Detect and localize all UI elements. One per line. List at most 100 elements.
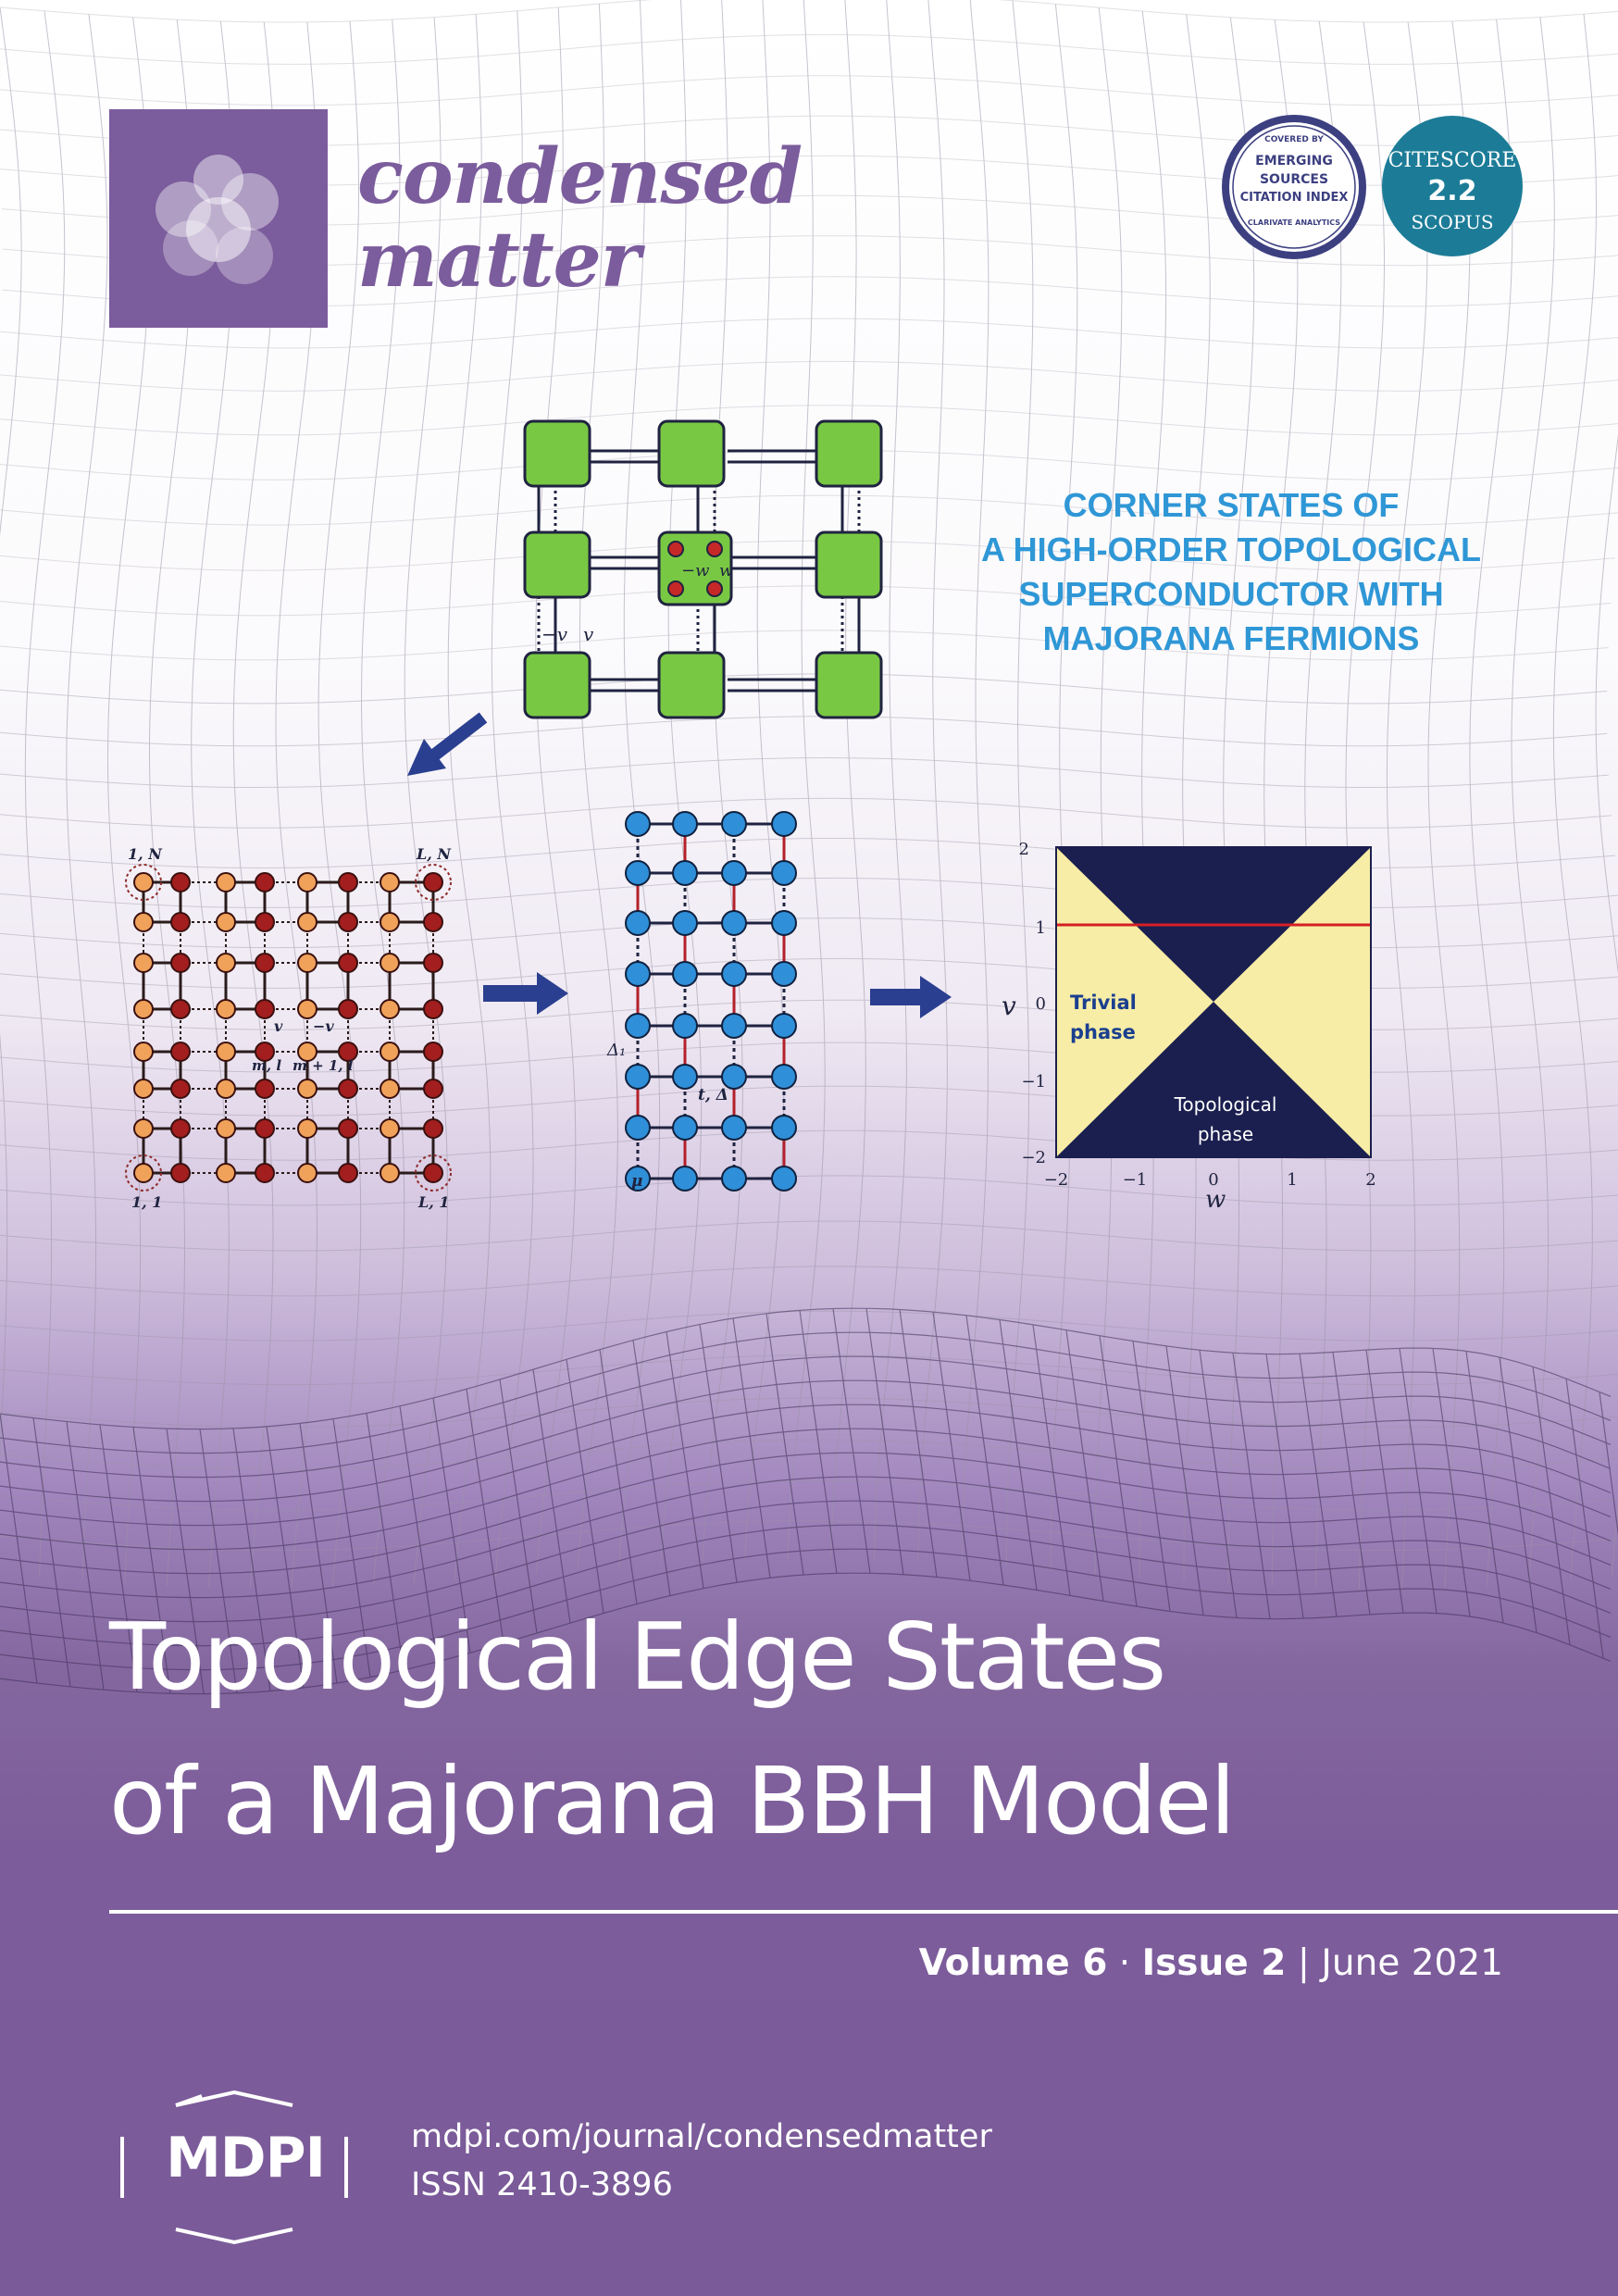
chain-site: [721, 961, 747, 987]
lattice-site: [338, 1118, 358, 1139]
esci-line1: EMERGING: [1255, 154, 1333, 168]
middle-chain-labels: Δ₁ t, Δ μ: [606, 1041, 728, 1191]
lattice-site: [423, 999, 443, 1019]
citescore-badge: CITESCORE 2.2 SCOPUS: [1382, 116, 1523, 256]
topological-label-line2: phase: [1198, 1123, 1253, 1145]
x-tick-label: 1: [1287, 1170, 1297, 1190]
x-tick-label: 2: [1365, 1170, 1375, 1190]
label-site-b: m + 1, l: [292, 1057, 354, 1074]
lattice-site: [255, 872, 275, 892]
label-delta1: Δ₁: [606, 1041, 626, 1060]
topological-region-bottom: [1056, 1002, 1371, 1157]
mdpi-logo-text: MDPI: [166, 2126, 326, 2190]
lattice-site: [170, 1079, 191, 1099]
volume: Volume 6: [918, 1942, 1108, 1984]
corner-label-tl: 1, N: [128, 845, 163, 863]
lattice-site: [133, 953, 154, 973]
lattice-site: [170, 953, 191, 973]
journal-url: mdpi.com/journal/condensedmatter: [411, 2118, 992, 2155]
trivial-label-line2: phase: [1070, 1021, 1136, 1043]
lattice-site: [133, 1042, 154, 1062]
chain-site: [721, 811, 747, 837]
lattice-site: [423, 1079, 443, 1099]
issue-date: June 2021: [1321, 1942, 1503, 1984]
left-lattice-labels: 1, N L, N 1, 1 L, 1 v −v m, l m + 1, l: [128, 845, 452, 1211]
chain-site: [672, 1013, 698, 1039]
lattice-site: [170, 1163, 191, 1183]
journal-name-line2: matter: [357, 216, 641, 305]
chain-site: [672, 1115, 698, 1141]
chain-site: [672, 1166, 698, 1192]
journal-name-line1: condensed: [357, 132, 803, 221]
lattice-site: [380, 912, 400, 932]
lattice-site: [216, 872, 236, 892]
chain-site: [721, 1064, 747, 1090]
y-tick-label: −1: [1021, 1072, 1046, 1092]
chain-site: [771, 860, 797, 886]
corner-state-ring: [415, 864, 452, 901]
lattice-site: [338, 999, 358, 1019]
chain-site: [672, 961, 698, 987]
chain-site: [721, 1013, 747, 1039]
headline-line: SUPERCONDUCTOR WITH: [1018, 575, 1444, 613]
esci-line3: CITATION INDEX: [1239, 191, 1349, 205]
headline-line: MAJORANA FERMIONS: [1042, 619, 1420, 657]
journal-logo: [109, 109, 328, 328]
chain-site: [721, 1166, 747, 1192]
chain-site: [721, 1115, 747, 1141]
lattice-site: [170, 999, 191, 1019]
label-w: w: [719, 561, 734, 580]
lattice-site: [216, 1042, 236, 1062]
y-tick-label: −2: [1021, 1148, 1046, 1167]
article-title-line1: Topological Edge States: [109, 1603, 1166, 1711]
lattice-site: [255, 1118, 275, 1139]
lattice-site: [255, 1163, 275, 1183]
plot-frame: [1055, 846, 1372, 1158]
chain-site: [721, 860, 747, 886]
chain-site: [771, 1166, 797, 1192]
lattice-site: [170, 912, 191, 932]
lattice-site: [216, 1163, 236, 1183]
right-arrow-icon: [870, 976, 952, 1018]
lattice-site: [338, 1079, 358, 1099]
lattice-site: [255, 953, 275, 973]
label-v: v: [583, 623, 594, 645]
lattice-site: [380, 1163, 400, 1183]
chain-site: [771, 910, 797, 936]
lattice-site: [380, 1042, 400, 1062]
lattice-site: [133, 912, 154, 932]
lattice-site: [133, 1118, 154, 1139]
lattice-site: [297, 999, 317, 1019]
middle-chain: [625, 811, 797, 1192]
lattice-site: [297, 953, 317, 973]
chain-site: [771, 1013, 797, 1039]
lattice-site: [423, 1042, 443, 1062]
chain-site: [625, 1166, 651, 1192]
headline-line: CORNER STATES OF: [1063, 486, 1400, 524]
corner-state-ring: [125, 864, 162, 901]
lattice-site: [380, 953, 400, 973]
lattice-site: [170, 872, 191, 892]
chain-site: [625, 1115, 651, 1141]
y-tick-label: 2: [1019, 840, 1029, 859]
x-tick-label: 0: [1208, 1170, 1218, 1190]
lattice-site: [170, 1118, 191, 1139]
lattice-site: [216, 999, 236, 1019]
y-tick-label: 1: [1036, 918, 1046, 938]
lattice-site: [338, 1163, 358, 1183]
cover-headline: CORNER STATES OF A HIGH-ORDER TOPOLOGICA…: [926, 483, 1537, 661]
lattice-site: [216, 1079, 236, 1099]
lattice-site: [338, 953, 358, 973]
chain-site: [672, 1064, 698, 1090]
label-neg-v: −v: [313, 1017, 334, 1035]
chain-site: [625, 1013, 651, 1039]
terrain-mesh: [0, 1307, 1618, 1695]
lattice-site: [255, 1079, 275, 1099]
lattice-site: [423, 1163, 443, 1183]
down-left-arrow-icon: [407, 712, 488, 776]
esci-line2: SOURCES: [1259, 172, 1329, 187]
right-arrow-icon: [483, 972, 568, 1015]
chain-site: [771, 1115, 797, 1141]
label-mu: μ: [631, 1172, 642, 1191]
